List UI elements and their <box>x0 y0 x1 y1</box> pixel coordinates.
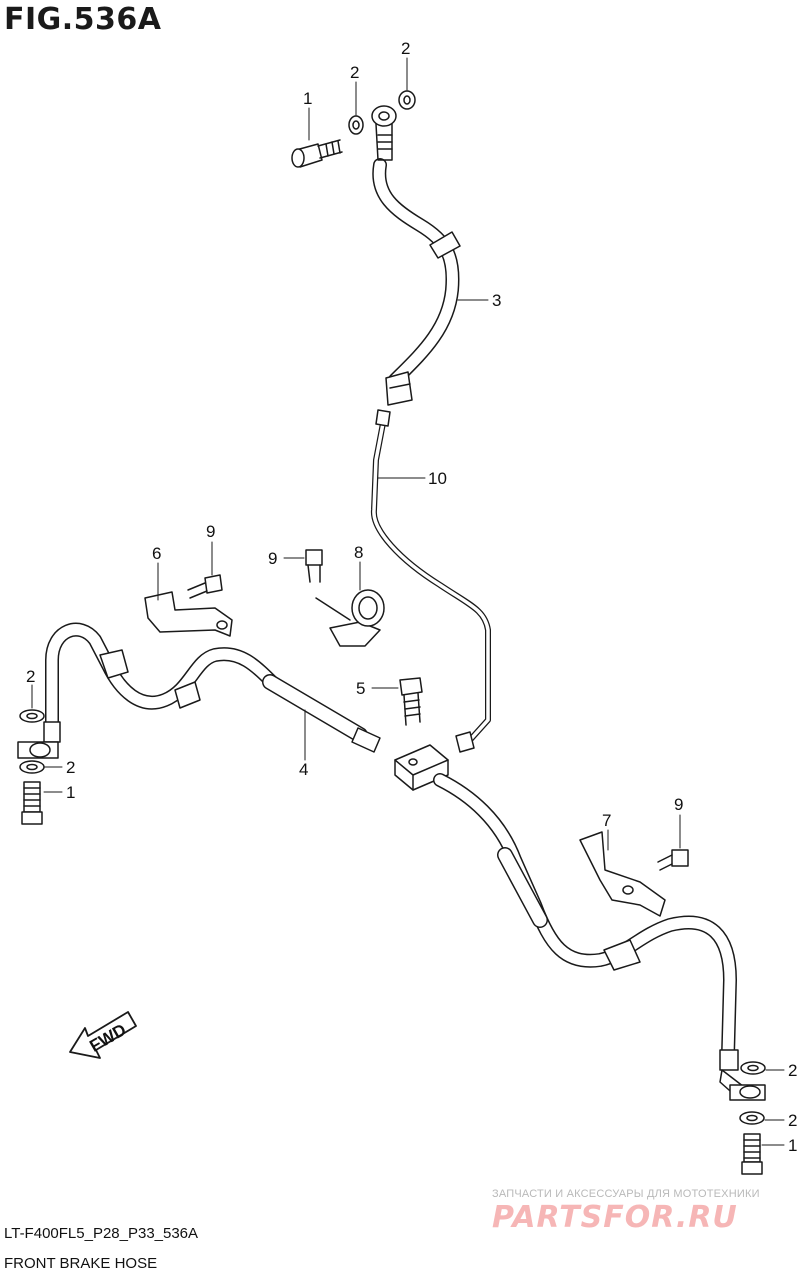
callout-10: 10 <box>428 469 447 488</box>
washer-top-a <box>348 115 364 135</box>
callout-numbers: 1 2 2 3 10 9 6 9 8 5 4 2 2 1 7 9 2 2 1 <box>26 39 797 1155</box>
washer-right-a <box>740 1061 766 1075</box>
callout-2-left-b: 2 <box>66 758 75 777</box>
hose-bracket-left <box>144 591 233 637</box>
callout-2-top-b: 2 <box>401 39 410 58</box>
upper-brake-hose <box>371 105 461 406</box>
callout-6: 6 <box>152 544 161 563</box>
callout-8: 8 <box>354 543 363 562</box>
callout-1-right: 1 <box>788 1136 797 1155</box>
callout-9-c: 9 <box>674 795 683 814</box>
lower-left-brake-hose <box>17 622 381 759</box>
joint-bolt <box>399 677 423 726</box>
hose-bracket-right <box>579 831 666 917</box>
callout-2-left-a: 2 <box>26 667 35 686</box>
callout-2-right-b: 2 <box>788 1111 797 1130</box>
watermark-brand: PARTSFOR.RU <box>492 1200 738 1235</box>
watermark-tagline: ЗАПЧАСТИ И АКСЕССУАРЫ ДЛЯ МОТОТЕХНИКИ <box>492 1188 760 1200</box>
figure-title: FIG.536A <box>4 2 162 37</box>
callout-9-b: 9 <box>268 549 277 568</box>
figure-code: LT-F400FL5_P28_P33_536A <box>4 1225 199 1242</box>
washer-left-b <box>19 760 45 774</box>
callout-5: 5 <box>356 679 365 698</box>
hose-clamp <box>315 589 385 647</box>
bracket-bolt-a <box>187 574 223 599</box>
union-bolt-left <box>21 781 43 825</box>
callout-2-right-a: 2 <box>788 1061 797 1080</box>
lower-right-brake-hose <box>433 773 749 1099</box>
callout-1-top: 1 <box>303 89 312 108</box>
callout-1-left: 1 <box>66 783 75 802</box>
washer-right-b <box>739 1111 765 1125</box>
callout-2-top-a: 2 <box>350 63 359 82</box>
bracket-bolt-b <box>657 849 689 871</box>
fwd-arrow: FWD <box>69 1011 137 1059</box>
union-bolt-top <box>291 139 343 168</box>
washer-left-a <box>19 709 45 723</box>
clamp-bolt <box>305 549 323 583</box>
callout-7: 7 <box>602 811 611 830</box>
union-bolt-right <box>741 1133 763 1175</box>
callout-3: 3 <box>492 291 501 310</box>
leader-lines <box>31 57 785 1146</box>
figure-caption: FRONT BRAKE HOSE <box>4 1255 158 1272</box>
callout-9-a: 9 <box>206 522 215 541</box>
washer-top-b <box>398 90 416 110</box>
brake-pipe <box>370 409 491 753</box>
callout-4: 4 <box>299 760 308 779</box>
